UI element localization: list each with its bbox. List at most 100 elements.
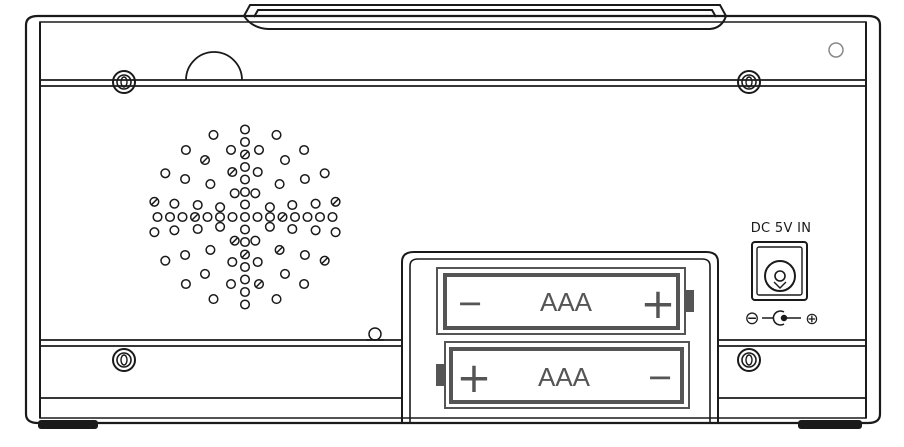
grille-hole <box>319 168 330 179</box>
grille-hole <box>239 299 251 310</box>
top-bump <box>185 51 243 81</box>
grille-hole <box>225 144 237 155</box>
grille-hole <box>239 149 251 160</box>
grille-hole <box>227 256 238 268</box>
grille-hole <box>229 188 240 199</box>
grille-hole-mark <box>231 237 239 245</box>
grille-hole <box>205 179 216 190</box>
grille-hole <box>192 223 203 235</box>
grille-hole <box>180 278 191 290</box>
grille-hole <box>199 268 211 279</box>
grille-hole <box>239 136 251 148</box>
grille-hole <box>319 255 330 266</box>
grille-hole <box>180 173 191 185</box>
grille-hole <box>239 274 251 285</box>
grille-hole <box>271 294 282 305</box>
screw-icon <box>737 348 761 372</box>
reset-hole <box>366 327 384 341</box>
grille-hole <box>252 211 263 223</box>
grille-hole <box>239 261 251 273</box>
grille-hole-mark <box>332 198 340 206</box>
grille-hole <box>202 211 213 223</box>
grille-hole <box>215 221 226 232</box>
screw-icon <box>112 348 136 372</box>
grille-hole <box>215 202 226 213</box>
dc-input-label: DC 5V IN <box>751 221 811 236</box>
battery-bottom: + AAA − <box>436 341 690 409</box>
grille-hole <box>239 249 251 260</box>
grille-hole <box>289 211 301 223</box>
battery-top-negative-sign: − <box>457 284 484 322</box>
device-feet <box>38 420 862 429</box>
grille-hole <box>239 224 251 235</box>
grille-hole <box>279 155 291 166</box>
grille-hole <box>149 227 160 238</box>
grille-hole <box>180 249 191 261</box>
grille-hole <box>274 179 285 190</box>
grille-hole <box>192 199 203 211</box>
polarity-negative-icon: ⊖ <box>744 308 759 329</box>
screws <box>112 70 761 372</box>
indicator-hole <box>828 42 844 58</box>
grille-hole-mark <box>276 246 284 254</box>
grille-hole <box>277 211 288 223</box>
grille-hole <box>205 244 216 255</box>
grille-hole <box>252 256 263 268</box>
grille-hole <box>169 198 180 209</box>
grille-hole <box>239 286 251 298</box>
grille-hole <box>214 211 226 223</box>
grille-hole <box>310 225 321 236</box>
grille-hole <box>264 211 276 223</box>
grille-hole-mark <box>191 213 199 221</box>
grille-hole <box>250 188 261 199</box>
grille-hole <box>274 244 285 255</box>
grille-hole <box>149 196 160 207</box>
grille-hole <box>330 196 341 207</box>
top-handle <box>243 4 727 30</box>
grille-hole-mark <box>321 257 329 265</box>
polarity-positive-icon: ⊕ <box>805 309 818 328</box>
grille-hole <box>239 174 251 185</box>
grille-hole <box>164 211 176 223</box>
grille-hole-mark <box>255 280 263 288</box>
grille-hole <box>253 144 265 155</box>
grille-hole <box>160 255 171 266</box>
grille-hole <box>189 211 201 223</box>
grille-hole <box>302 211 313 223</box>
battery-top: − AAA + <box>436 267 694 335</box>
battery-top-label: AAA <box>540 287 593 317</box>
speaker-grille-icon <box>149 124 341 310</box>
battery-top-positive-sign: + <box>640 279 675 328</box>
grille-hole <box>152 211 163 223</box>
grille-hole <box>225 279 237 290</box>
foot-right <box>798 420 862 429</box>
grille-hole <box>199 155 211 166</box>
grille-hole <box>327 211 338 223</box>
grille-hole <box>208 129 219 140</box>
grille-hole <box>253 279 265 290</box>
foot-left <box>38 420 98 429</box>
grille-hole <box>177 211 188 223</box>
grille-hole <box>239 124 251 135</box>
grille-hole <box>239 161 251 173</box>
grille-hole <box>239 236 251 248</box>
grille-hole <box>250 235 261 246</box>
grille-hole <box>279 268 291 279</box>
grille-hole <box>227 211 238 223</box>
battery-bottom-label: AAA <box>538 362 591 392</box>
screw-icon <box>737 70 761 94</box>
grille-hole <box>180 144 191 156</box>
grille-hole <box>287 223 298 235</box>
grille-hole <box>299 278 310 290</box>
grille-hole <box>287 199 298 211</box>
grille-hole <box>208 294 219 305</box>
screw-icon <box>112 70 136 94</box>
panel-division-lines <box>40 79 866 399</box>
grille-hole <box>299 144 310 156</box>
grille-hole-mark <box>150 198 158 206</box>
battery-compartment <box>401 251 719 423</box>
grille-hole <box>239 211 251 223</box>
grille-hole <box>227 166 238 178</box>
grille-hole <box>239 199 251 210</box>
